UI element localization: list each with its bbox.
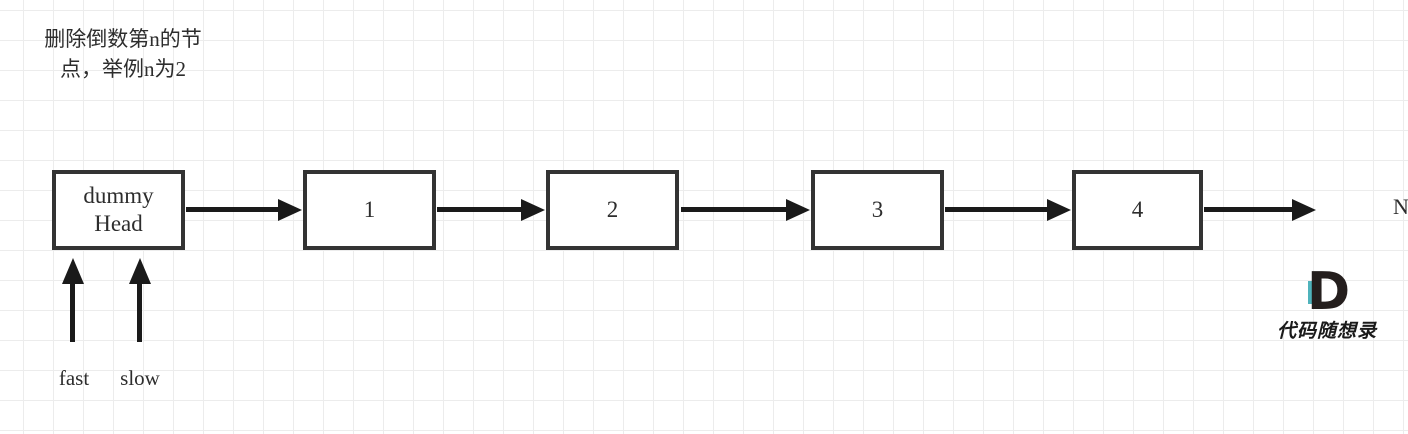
logo-accent-bar: [1308, 281, 1320, 304]
list-node-dummy-head: dummy Head: [52, 170, 185, 250]
watermark-logo: D 代码随想录: [1252, 262, 1402, 358]
arrow-shaft: [437, 207, 521, 212]
arrow-head-icon: [521, 199, 545, 221]
arrow-head-icon: [786, 199, 810, 221]
pointer-arrow-slow: [129, 258, 151, 342]
arrow-4-to-null: [1204, 199, 1316, 221]
arrow-shaft: [137, 280, 142, 342]
arrow-shaft: [1204, 207, 1292, 212]
logo-mark-icon: D: [1297, 262, 1357, 322]
arrow-1-to-2: [437, 199, 545, 221]
page-title: 删除倒数第n的节 点，举例n为2: [44, 27, 202, 81]
tail-null-label: N: [1393, 194, 1408, 219]
arrow-head-up-icon: [62, 258, 84, 284]
arrow-head-icon: [1292, 199, 1316, 221]
arrow-shaft: [945, 207, 1047, 212]
list-node-1: 1: [303, 170, 436, 250]
list-node-2: 2: [546, 170, 679, 250]
arrow-shaft: [70, 280, 75, 342]
arrow-2-to-3: [681, 199, 810, 221]
arrow-head-icon: [1047, 199, 1071, 221]
logo-letter-d: D: [1307, 262, 1350, 322]
arrow-shaft: [186, 207, 278, 212]
arrow-3-to-4: [945, 199, 1071, 221]
arrow-shaft: [681, 207, 786, 212]
pointer-label-fast: fast: [58, 366, 90, 390]
arrow-head-icon: [278, 199, 302, 221]
list-node-3: 3: [811, 170, 944, 250]
arrow-head-up-icon: [129, 258, 151, 284]
pointer-arrow-fast: [62, 258, 84, 342]
arrow-dummy-to-1: [186, 199, 302, 221]
list-node-4: 4: [1072, 170, 1203, 250]
logo-text: 代码随想录: [1276, 320, 1377, 342]
pointer-label-slow: slow: [120, 366, 160, 390]
